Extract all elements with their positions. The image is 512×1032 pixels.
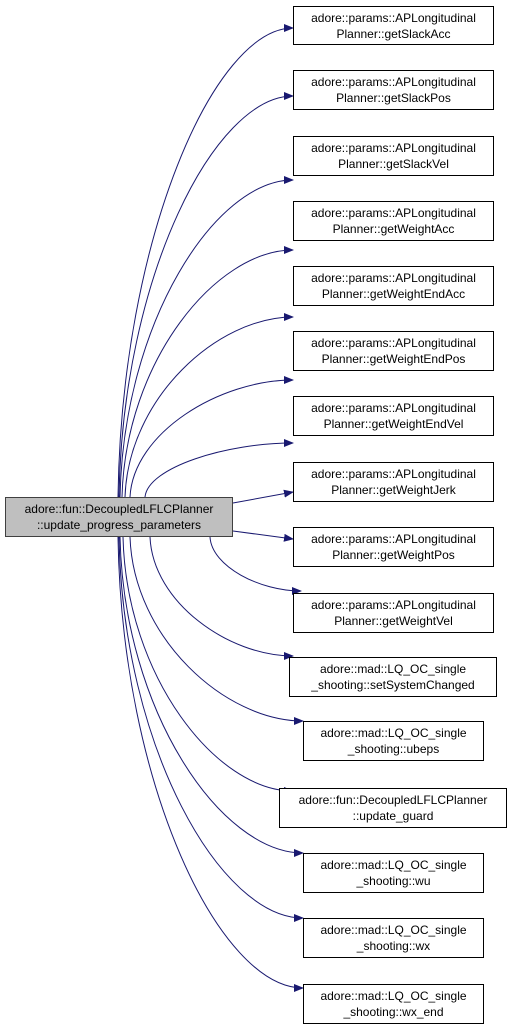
call-edge-5 bbox=[129, 376, 294, 498]
call-edge-8 bbox=[232, 530, 294, 542]
callee-name-line2: Planner::getSlackAcc bbox=[336, 26, 451, 41]
callee-name-line2: _shooting::wx bbox=[356, 939, 431, 953]
callee-name-line1: adore::params::APLongitudinal bbox=[311, 141, 476, 155]
callee-name-line2: Planner::getSlackVel bbox=[338, 157, 449, 171]
callee-name-line1: adore::params::APLongitudinal bbox=[311, 336, 476, 350]
call-edge-7 bbox=[232, 489, 294, 504]
call-edge-10 bbox=[149, 536, 294, 660]
callee-node-get-weight-end-acc[interactable]: adore::params::APLongitudinal Planner::g… bbox=[293, 266, 494, 306]
callee-name-line1: adore::mad::LQ_OC_single bbox=[319, 662, 467, 676]
call-edge-3 bbox=[121, 246, 294, 498]
callee-name-line1: adore::fun::DecoupledLFLCPlanner bbox=[298, 793, 488, 807]
callee-node-ubeps[interactable]: adore::mad::LQ_OC_single _shooting::ubep… bbox=[303, 721, 484, 761]
callee-name-line2: _shooting::wx_end bbox=[343, 1005, 444, 1019]
callee-name-line2: _shooting::wu bbox=[356, 874, 431, 888]
callee-name-line1: adore::params::APLongitudinal bbox=[311, 532, 476, 546]
callee-name-line1: adore::params::APLongitudinal bbox=[311, 598, 476, 612]
callee-node-get-weight-vel[interactable]: adore::params::APLongitudinal Planner::g… bbox=[293, 593, 494, 633]
callee-node-get-weight-end-vel[interactable]: adore::params::APLongitudinal Planner::g… bbox=[293, 396, 494, 436]
call-edge-13 bbox=[119, 536, 304, 857]
callee-name-line2: Planner::getWeightJerk bbox=[331, 483, 456, 497]
callee-name-line1: adore::mad::LQ_OC_single bbox=[320, 989, 467, 1003]
call-edge-11 bbox=[129, 536, 304, 725]
callee-name-line1: adore::mad::LQ_OC_single bbox=[320, 726, 467, 740]
callee-name-line1: adore::params::APLongitudinal bbox=[311, 10, 476, 25]
callee-name-line2: _shooting::setSystemChanged bbox=[311, 678, 475, 692]
callee-node-update-guard[interactable]: adore::fun::DecoupledLFLCPlanner ::updat… bbox=[279, 788, 507, 828]
call-edge-15 bbox=[117, 536, 304, 992]
callee-name-line1: adore::params::APLongitudinal bbox=[311, 271, 476, 285]
call-edge-14 bbox=[118, 536, 304, 922]
root-function-name-line2: ::update_progress_parameters bbox=[36, 518, 202, 532]
callee-node-wx[interactable]: adore::mad::LQ_OC_single _shooting::wx bbox=[303, 918, 484, 958]
call-edge-12 bbox=[122, 536, 294, 795]
call-edge-0 bbox=[117, 24, 294, 498]
callee-node-get-weight-acc[interactable]: adore::params::APLongitudinal Planner::g… bbox=[293, 201, 494, 241]
call-edge-1 bbox=[118, 92, 294, 498]
callee-node-get-slack-acc[interactable]: adore::params::APLongitudinal Planner::g… bbox=[293, 6, 494, 45]
call-edge-2 bbox=[119, 176, 294, 498]
callee-name-line2: Planner::getSlackPos bbox=[336, 91, 451, 105]
callee-name-line1: adore::params::APLongitudinal bbox=[311, 75, 476, 89]
callee-node-wu[interactable]: adore::mad::LQ_OC_single _shooting::wu bbox=[303, 853, 484, 893]
callee-node-wx-end[interactable]: adore::mad::LQ_OC_single _shooting::wx_e… bbox=[303, 984, 484, 1024]
callee-name-line1: adore::mad::LQ_OC_single bbox=[320, 858, 467, 872]
callee-name-line1: adore::params::APLongitudinal bbox=[311, 401, 476, 415]
callee-name-line2: Planner::getWeightAcc bbox=[332, 222, 455, 236]
callee-node-set-system-changed[interactable]: adore::mad::LQ_OC_single _shooting::setS… bbox=[289, 657, 497, 697]
callee-name-line2: Planner::getWeightEndPos bbox=[321, 352, 466, 366]
callee-name-line1: adore::params::APLongitudinal bbox=[311, 206, 476, 220]
root-function-name-line1: adore::fun::DecoupledLFLCPlanner bbox=[24, 502, 214, 516]
callee-node-get-slack-vel[interactable]: adore::params::APLongitudinal Planner::g… bbox=[293, 136, 494, 176]
callee-name-line1: adore::mad::LQ_OC_single bbox=[320, 923, 467, 937]
call-edge-9 bbox=[209, 536, 302, 595]
callee-node-get-weight-jerk[interactable]: adore::params::APLongitudinal Planner::g… bbox=[293, 462, 494, 502]
call-edge-6 bbox=[144, 439, 294, 498]
callee-node-get-slack-pos[interactable]: adore::params::APLongitudinal Planner::g… bbox=[293, 70, 494, 110]
call-edge-4 bbox=[124, 313, 294, 498]
callee-node-get-weight-pos[interactable]: adore::params::APLongitudinal Planner::g… bbox=[293, 527, 494, 567]
callee-name-line2: _shooting::ubeps bbox=[347, 742, 440, 756]
callee-name-line2: Planner::getWeightEndAcc bbox=[321, 287, 466, 301]
callee-node-get-weight-end-pos[interactable]: adore::params::APLongitudinal Planner::g… bbox=[293, 331, 494, 371]
callee-name-line2: Planner::getWeightVel bbox=[334, 614, 453, 628]
callee-name-line2: Planner::getWeightPos bbox=[332, 548, 455, 562]
callee-name-line1: adore::params::APLongitudinal bbox=[311, 467, 476, 481]
root-function-node: adore::fun::DecoupledLFLCPlanner ::updat… bbox=[5, 497, 233, 537]
callee-name-line2: Planner::getWeightEndVel bbox=[323, 417, 464, 431]
callee-name-line2: ::update_guard bbox=[352, 809, 434, 823]
